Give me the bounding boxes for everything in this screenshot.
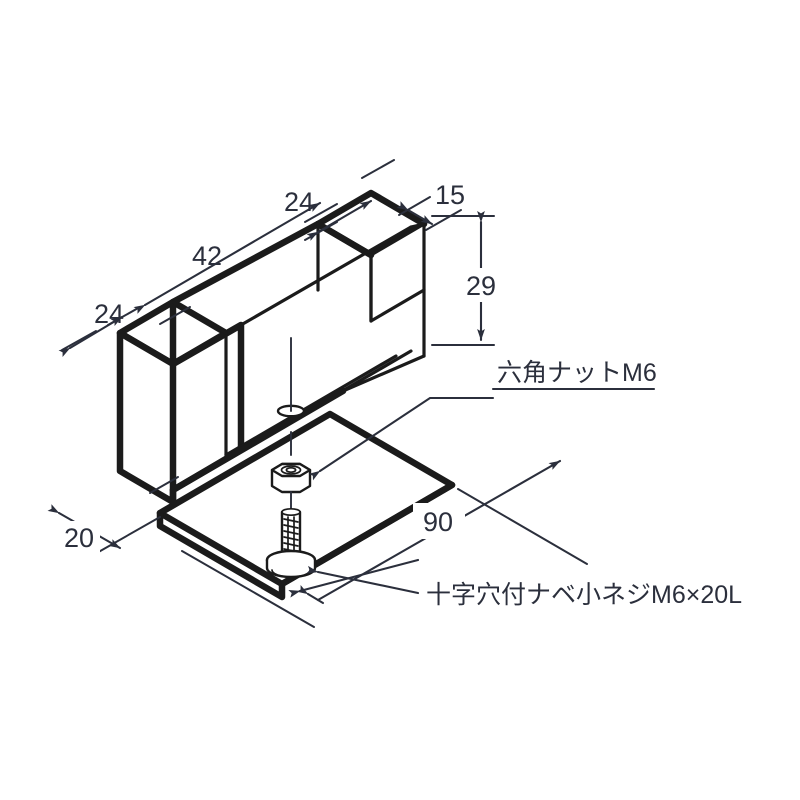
dimension-29-text-mask: [462, 268, 502, 302]
dimension-top-overall-length: 42: [133, 201, 338, 325]
screw-head-skirt: [265, 558, 317, 579]
dimension-label-90: 90: [423, 507, 453, 537]
dimline-15: [396, 201, 434, 226]
dimension-label-29: 29: [466, 271, 496, 301]
dimline-24b: [58, 315, 124, 357]
ext-15-2: [425, 209, 462, 231]
hex-nut-m6: [270, 431, 312, 509]
leader-screw-upper: [306, 565, 420, 595]
dimension-base-length: 90: [181, 459, 588, 628]
screw-shank-top-ellipse: [281, 507, 301, 517]
mounting-hole: [276, 337, 306, 418]
leader-hex-nut: [308, 396, 495, 481]
dimension-label-42: 42: [192, 241, 222, 271]
callout-hex-nut: 六角ナットM6: [308, 359, 657, 481]
body-right-top-chamfer: [409, 222, 426, 229]
dimline-90-left-arrow: [296, 584, 325, 605]
hex-nut-bore-inner: [285, 466, 297, 474]
dimension-90-text-mask: [413, 503, 465, 539]
callout-pan-head-screw: 十字穴付ナベ小ネジM6×20L: [288, 558, 742, 609]
dimension-label-20: 20: [64, 523, 94, 553]
web-bottom-front-edge: [169, 387, 347, 494]
leader-screw-lower: [288, 558, 420, 598]
callout-label-pan-head-screw: 十字穴付ナベ小ネジM6×20L: [426, 581, 742, 609]
ext-15-1: [398, 196, 431, 216]
dimension-side-thickness: 15: [396, 180, 465, 231]
web-bottom-front-edge-right: [341, 354, 426, 393]
screw-thread-marks: [283, 516, 299, 556]
dimension-label-15: 15: [435, 180, 465, 210]
ext-90-2: [457, 488, 588, 565]
dimension-label-24-top: 24: [284, 187, 314, 217]
base-plate-top-face: [160, 414, 452, 584]
ext-24a-2: [361, 159, 395, 179]
dimension-label-24-left: 24: [94, 299, 124, 329]
dimension-left-flange-width: 24: [58, 299, 141, 357]
ext-24b-2: [61, 330, 97, 351]
base-far-right-edge: [328, 412, 454, 487]
channel-floor-inner-edge: [224, 354, 398, 457]
base-plate-thickness: [156, 509, 286, 601]
dimension-side-height: 29: [431, 211, 502, 346]
ext-20-2: [94, 516, 161, 555]
ext-90-1: [181, 550, 315, 628]
web-face: [241, 241, 411, 450]
dimension-base-height: 20: [47, 476, 179, 555]
dimension-20-text-mask: [58, 521, 100, 555]
left-flange-outer-face: [116, 329, 177, 506]
channel-bracket: [116, 189, 456, 601]
ext-20-1: [149, 476, 179, 494]
pan-head-phillips-screw: [265, 507, 317, 579]
callout-label-hex-nut: 六角ナットM6: [497, 359, 657, 387]
dimline-42: [133, 201, 322, 314]
